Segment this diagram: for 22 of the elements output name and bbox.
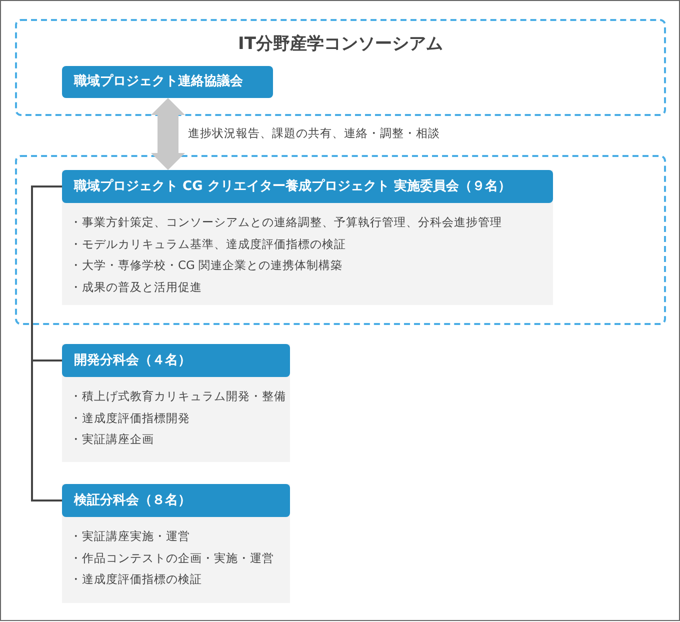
committee-card xyxy=(62,344,290,462)
task-item: ・成果の普及と活用促進 xyxy=(70,278,202,296)
committee-card xyxy=(62,484,290,603)
task-item: ・達成度評価指標の検証 xyxy=(70,571,202,588)
task-item: ・実証講座実施・運営 xyxy=(70,528,190,545)
task-item: ・達成度評価指標開発 xyxy=(70,410,190,426)
group-frame xyxy=(15,155,666,325)
council-box: 職域プロジェクト連絡協議会 xyxy=(62,66,273,98)
committee-card xyxy=(62,170,553,305)
task-item: ・作品コンテストの企画・実施・運営 xyxy=(70,550,274,566)
group-frame xyxy=(15,19,666,116)
task-item: ・大学・専修学校・CG 関連企業との連携体制構築 xyxy=(70,257,343,274)
card-header: 検証分科会（８名） xyxy=(62,484,290,517)
task-item: ・積上げ式教育カリキュラム開発・整備 xyxy=(70,388,286,405)
group-title: IT分野産学コンソーシアム xyxy=(237,33,444,55)
edge-label: 進捗状況報告、課題の共有、連絡・調整・相談 xyxy=(187,126,441,141)
task-item: ・事業方針策定、コンソーシアムとの連絡調整、予算執行管理、分科会進捗管理 xyxy=(70,214,502,231)
card-header: 職域プロジェクト CG クリエイター養成プロジェクト 実施委員会（９名） xyxy=(62,170,553,203)
connector-line xyxy=(31,186,62,502)
task-item: ・実証講座企画 xyxy=(70,431,154,448)
task-item: ・モデルカリキュラム基準、達成度評価指標の検証 xyxy=(70,236,346,252)
card-header: 開発分科会（４名） xyxy=(62,344,290,377)
